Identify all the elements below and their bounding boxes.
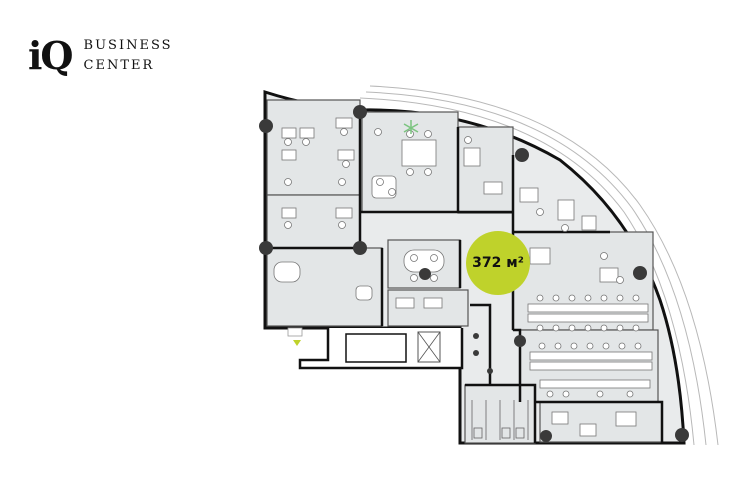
room-office-2	[266, 194, 361, 249]
service-block	[298, 328, 464, 370]
area-highlight-circle[interactable]	[466, 231, 530, 295]
chairs	[284, 128, 642, 398]
logo: iQ BUSINESS CENTER	[28, 36, 173, 76]
wc-stalls	[471, 400, 529, 440]
entrance-door	[287, 327, 303, 337]
room-office-1	[266, 99, 361, 196]
office-area-label: 372 м²	[472, 255, 524, 271]
elevator-icon	[417, 331, 441, 363]
logo-text: BUSINESS CENTER	[84, 36, 173, 76]
office-area-badge[interactable]: 372 м²	[466, 231, 530, 295]
logo-line-center: CENTER	[83, 58, 155, 73]
logo-mark: iQ	[28, 33, 74, 78]
plant-icon	[403, 120, 419, 134]
furniture	[273, 117, 619, 309]
logo-line-business: BUSINESS	[83, 38, 173, 53]
facade-glass	[359, 85, 719, 446]
entrance-arrow-icon	[293, 340, 301, 346]
workstations	[527, 303, 653, 437]
columns	[259, 105, 689, 442]
